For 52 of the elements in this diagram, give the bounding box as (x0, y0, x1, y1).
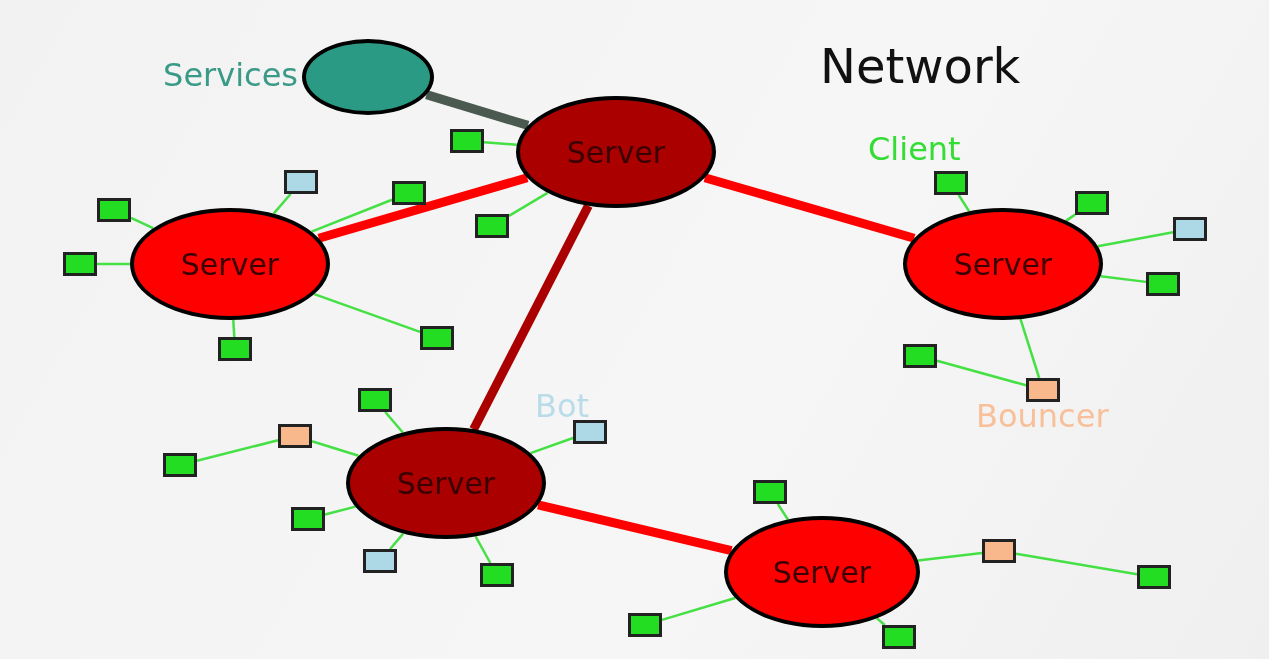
client-square (284, 170, 318, 194)
node-label: Server (772, 554, 872, 590)
client-square (982, 539, 1016, 563)
client-square (358, 388, 392, 412)
client-square (291, 507, 325, 531)
connector-line (311, 198, 393, 233)
client-square (278, 424, 312, 448)
category-label: Bot (535, 390, 590, 422)
connector-line (1065, 213, 1076, 222)
client-square (63, 252, 97, 276)
client-square (1075, 191, 1109, 215)
connector-line (311, 440, 359, 457)
connector-line (530, 436, 574, 455)
client-square (450, 129, 484, 153)
client-square (163, 453, 197, 477)
client-square (97, 198, 131, 222)
connector-line (97, 262, 130, 266)
client-square (1146, 272, 1180, 296)
connector-line (130, 216, 154, 230)
connector-line (936, 359, 1027, 387)
connector-line (313, 292, 421, 334)
node-caption: Services (163, 59, 298, 91)
connector-line (1019, 318, 1041, 379)
node-label: Server (953, 246, 1053, 282)
client-square (392, 181, 426, 205)
client-square (1026, 378, 1060, 402)
connector-line (1100, 274, 1147, 284)
node-label: Server (566, 134, 666, 170)
connector-line (483, 141, 517, 146)
connector-line (508, 191, 549, 217)
client-square (628, 613, 662, 637)
connector-line (1015, 552, 1138, 576)
category-label: Bouncer (976, 400, 1109, 432)
client-square (218, 337, 252, 361)
connector-line (917, 551, 983, 562)
client-square (882, 625, 916, 649)
client-square (573, 420, 607, 444)
client-square (1173, 217, 1207, 241)
client-square (753, 480, 787, 504)
client-square (475, 214, 509, 238)
connector-line (196, 439, 279, 462)
client-square (480, 563, 514, 587)
client-square (903, 344, 937, 368)
category-label: Client (868, 133, 961, 165)
client-square (363, 549, 397, 573)
client-square (420, 326, 454, 350)
client-square (1137, 565, 1171, 589)
connector-line (232, 319, 236, 338)
client-square (934, 171, 968, 195)
node-label: Server (180, 246, 280, 282)
node-label: Server (396, 465, 496, 501)
diagram-title: Network (820, 38, 1021, 94)
